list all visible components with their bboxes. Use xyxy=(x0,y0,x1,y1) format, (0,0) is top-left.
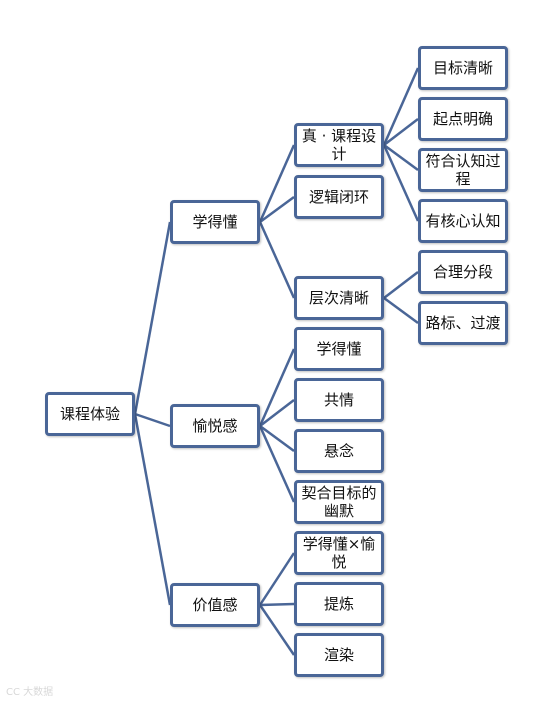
node-yy-xuededong[interactable]: 学得懂 xyxy=(294,327,384,371)
node-helifenduan-label: 合理分段 xyxy=(432,263,493,281)
connector-node-jiazhigan-to-node-tilian xyxy=(259,602,295,607)
node-fuherenzhi-label: 符合认知过程 xyxy=(425,152,501,188)
node-lubiao-label: 路标、过渡 xyxy=(425,314,501,332)
node-youmo[interactable]: 契合目标的幽默 xyxy=(294,480,384,524)
node-mubiaoqingxi[interactable]: 目标清晰 xyxy=(418,46,508,90)
node-xuanran[interactable]: 渲染 xyxy=(294,633,384,677)
connector-node-cengciqingxi-to-node-lubiao xyxy=(383,296,419,325)
connector-node-yuyuegan-to-node-youmo xyxy=(258,425,296,503)
connector-root-node-to-node-jiazhigan xyxy=(133,413,172,606)
node-xuededong[interactable]: 学得懂 xyxy=(170,200,260,244)
node-xuededong-yuyue-label: 学得懂×愉悦 xyxy=(302,535,376,571)
node-jiazhigan[interactable]: 价值感 xyxy=(170,583,260,627)
node-xuanran-label: 渲染 xyxy=(323,646,354,664)
node-xuededong-yuyue[interactable]: 学得懂×愉悦 xyxy=(294,531,384,575)
node-youmo-label: 契合目标的幽默 xyxy=(301,484,377,520)
node-tilian[interactable]: 提炼 xyxy=(294,582,384,626)
node-luojibihuan[interactable]: 逻辑闭环 xyxy=(294,175,384,219)
connector-node-cengciqingxi-to-node-helifenduan xyxy=(383,271,419,299)
node-xuannian-label: 悬念 xyxy=(323,442,354,460)
node-gongqing[interactable]: 共情 xyxy=(294,378,384,422)
node-qidianmingque[interactable]: 起点明确 xyxy=(418,97,508,141)
node-hexinrenzhi[interactable]: 有核心认知 xyxy=(418,199,508,243)
connector-node-xuededong-to-node-cengciqingxi xyxy=(258,221,296,299)
node-cengciqingxi[interactable]: 层次清晰 xyxy=(294,276,384,320)
connector-node-kechengsheji-to-node-qidianmingque xyxy=(383,118,419,146)
connector-node-kechengsheji-to-node-hexinrenzhi xyxy=(382,144,420,222)
connector-node-jiazhigan-to-node-xuanran xyxy=(258,604,296,656)
node-yuyuegan[interactable]: 愉悦感 xyxy=(170,404,260,448)
node-cengciqingxi-label: 层次清晰 xyxy=(308,289,369,307)
node-yy-xuededong-label: 学得懂 xyxy=(316,340,362,358)
node-jiazhigan-label: 价值感 xyxy=(192,596,238,614)
root-label: 课程体验 xyxy=(59,405,120,423)
connector-node-yuyuegan-to-node-xuannian xyxy=(259,424,295,453)
node-fuherenzhi[interactable]: 符合认知过程 xyxy=(418,148,508,192)
connector-node-xuededong-to-node-kechengsheji xyxy=(258,144,296,223)
node-yuyuegan-label: 愉悦感 xyxy=(192,417,238,435)
node-kechengsheji[interactable]: 真 · 课程设计 xyxy=(294,123,384,167)
node-mubiaoqingxi-label: 目标清晰 xyxy=(432,59,493,77)
node-luojibihuan-label: 逻辑闭环 xyxy=(308,188,369,206)
connector-node-kechengsheji-to-node-mubiaoqingxi xyxy=(382,67,420,146)
watermark: CC 大数据 xyxy=(6,687,54,698)
node-tilian-label: 提炼 xyxy=(323,595,354,613)
node-hexinrenzhi-label: 有核心认知 xyxy=(425,212,501,230)
connector-node-jiazhigan-to-node-xuededong-yuyue xyxy=(258,552,296,606)
node-gongqing-label: 共情 xyxy=(323,391,354,409)
connector-node-yuyuegan-to-node-yy-xuededong xyxy=(258,348,296,427)
connector-node-xuededong-to-node-luojibihuan xyxy=(259,195,295,224)
connector-node-kechengsheji-to-node-fuherenzhi xyxy=(383,143,419,172)
node-lubiao[interactable]: 路标、过渡 xyxy=(418,301,508,345)
root-node[interactable]: 课程体验 xyxy=(45,392,135,436)
node-xuededong-label: 学得懂 xyxy=(192,213,238,231)
connector-root-node-to-node-xuededong xyxy=(133,221,172,415)
node-kechengsheji-label: 真 · 课程设计 xyxy=(301,127,377,163)
connector-root-node-to-node-yuyuegan xyxy=(134,412,171,428)
node-qidianmingque-label: 起点明确 xyxy=(432,110,493,128)
node-xuannian[interactable]: 悬念 xyxy=(294,429,384,473)
connector-node-yuyuegan-to-node-gongqing xyxy=(259,399,295,427)
node-helifenduan[interactable]: 合理分段 xyxy=(418,250,508,294)
